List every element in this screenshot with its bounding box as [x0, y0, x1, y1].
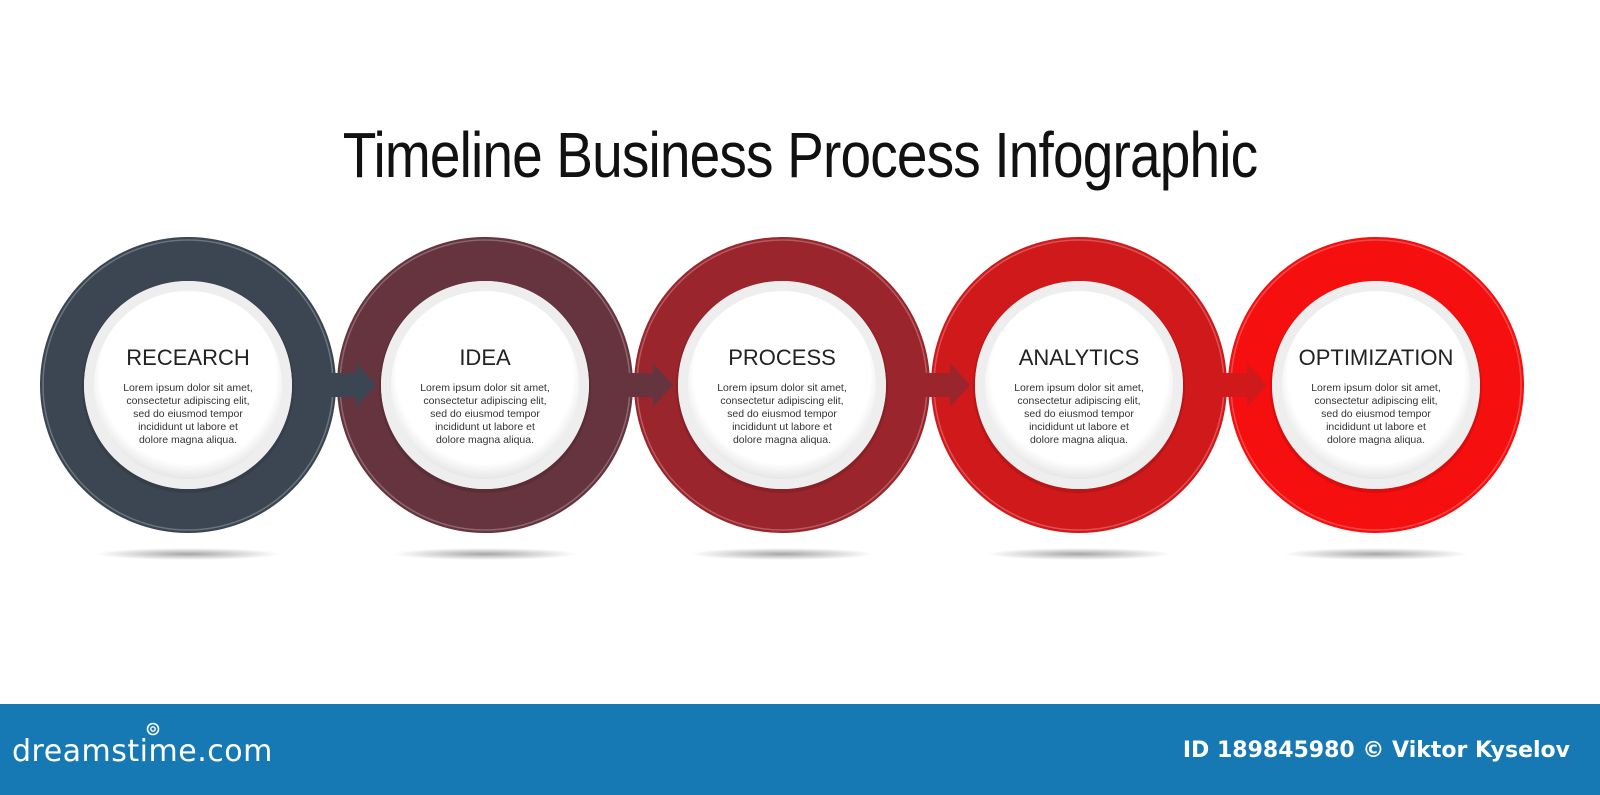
step-connector-arrow [292, 363, 376, 407]
step-description-line: consectetur adipiscing elit, [720, 395, 843, 407]
step-description-line: consectetur adipiscing elit, [1017, 395, 1140, 407]
step-description-line: Lorem ipsum dolor sit amet, [1014, 382, 1144, 394]
step-label: IDEA [459, 345, 511, 370]
step-description-line: incididunt ut labore et [1029, 421, 1129, 433]
step-description-line: Lorem ipsum dolor sit amet, [420, 382, 550, 394]
step-description-line: sed do eiusmod tempor [727, 408, 837, 420]
step-description-line: consectetur adipiscing elit, [126, 395, 249, 407]
step-center [985, 291, 1173, 479]
step-description-line: Lorem ipsum dolor sit amet, [717, 382, 847, 394]
step-label: ANALYTICS [1019, 345, 1140, 370]
step-label: PROCESS [728, 345, 836, 370]
step-description-line: incididunt ut labore et [732, 421, 832, 433]
step-description-line: sed do eiusmod tempor [430, 408, 540, 420]
footer-brand: dreamstime.com [12, 734, 273, 769]
step-description-line: Lorem ipsum dolor sit amet, [1311, 382, 1441, 394]
step-label: OPTIMIZATION [1299, 345, 1454, 370]
footer-bar: dreamstime.com ID 189845980 © Viktor Kys… [0, 704, 1600, 795]
step-description-line: dolore magna aliqua. [139, 434, 237, 446]
step-description-line: dolore magna aliqua. [1327, 434, 1425, 446]
step-description-line: sed do eiusmod tempor [1024, 408, 1134, 420]
step-center [688, 291, 876, 479]
step-description-line: incididunt ut labore et [138, 421, 238, 433]
step-description-line: incididunt ut labore et [435, 421, 535, 433]
step-center [1282, 291, 1470, 479]
step-description-line: sed do eiusmod tempor [1321, 408, 1431, 420]
step-description-line: incididunt ut labore et [1326, 421, 1426, 433]
page-title: Timeline Business Process Infographic [342, 119, 1258, 191]
step-description-line: sed do eiusmod tempor [133, 408, 243, 420]
step-connector-arrow [886, 363, 970, 407]
step-shadow [393, 548, 577, 560]
step-description-line: consectetur adipiscing elit, [1314, 395, 1437, 407]
step-connector-arrow [1183, 363, 1267, 407]
dreamstime-logo-icon [146, 722, 160, 736]
step-description-line: dolore magna aliqua. [1030, 434, 1128, 446]
step-description-line: dolore magna aliqua. [733, 434, 831, 446]
step-description-line: dolore magna aliqua. [436, 434, 534, 446]
step-center [94, 291, 282, 479]
step-label: RECEARCH [126, 345, 249, 370]
step-shadow [96, 548, 280, 560]
step-center [391, 291, 579, 479]
step-shadow [690, 548, 874, 560]
step-shadow [1284, 548, 1468, 560]
step-description-line: consectetur adipiscing elit, [423, 395, 546, 407]
step-connector-arrow [589, 363, 673, 407]
footer-credit: ID 189845980 © Viktor Kyselov [1182, 738, 1570, 763]
step-description-line: Lorem ipsum dolor sit amet, [123, 382, 253, 394]
step-shadow [987, 548, 1171, 560]
